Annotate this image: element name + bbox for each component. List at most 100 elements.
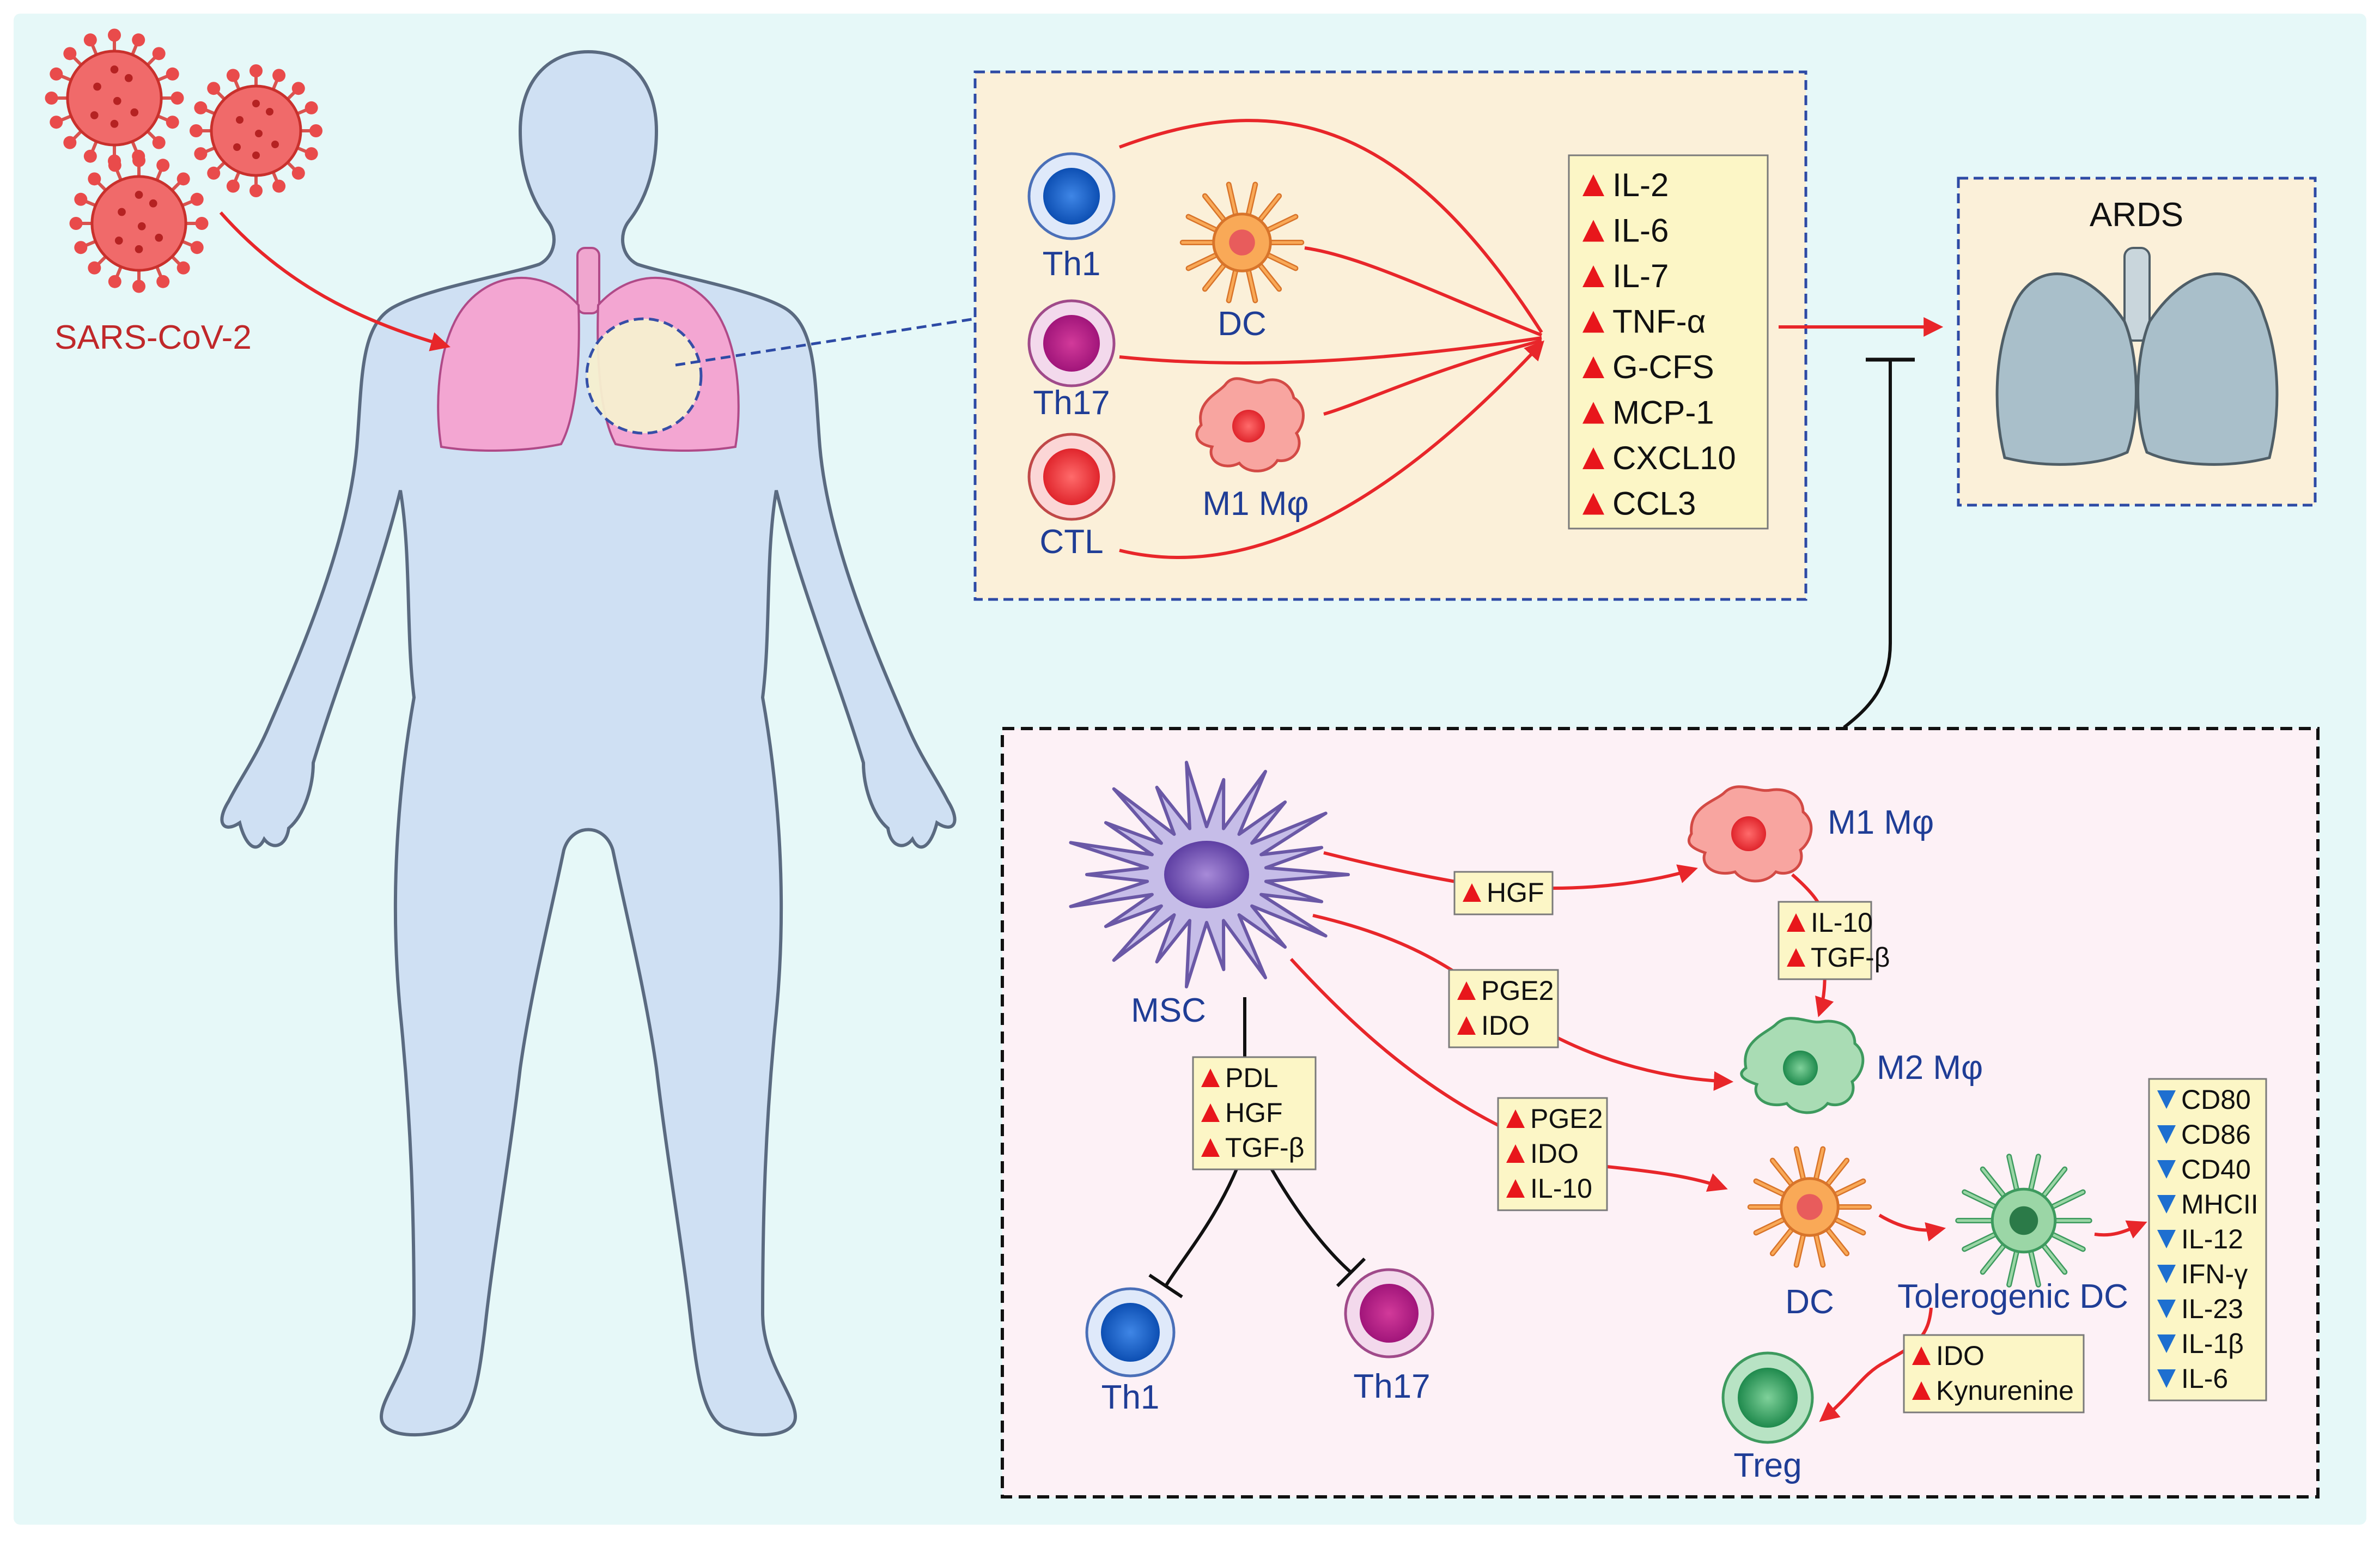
factor-item: IDO bbox=[1481, 1010, 1530, 1041]
cytokine-item: G-CFS bbox=[1612, 349, 1714, 385]
factor-item: IL-23 bbox=[2181, 1294, 2243, 1324]
inhibition-line bbox=[1843, 360, 1892, 729]
factor-item: HGF bbox=[1487, 877, 1544, 908]
down-arrow-icon bbox=[2157, 1195, 2176, 1214]
tolerogenic-dc-label: Tolerogenic DC bbox=[1897, 1278, 2128, 1315]
storm-m1-cell bbox=[1195, 377, 1305, 472]
msc-cell bbox=[1069, 761, 1350, 988]
storm-th17-cell bbox=[1027, 299, 1116, 387]
factor-box-pdl-hgf-tgf: PDL HGF TGF-β bbox=[1192, 1056, 1317, 1170]
arrow-virus-to-lungs bbox=[219, 211, 451, 351]
factor-box-hgf: HGF bbox=[1453, 871, 1554, 915]
up-arrow-icon bbox=[1787, 913, 1805, 932]
msc-inhibition-lines bbox=[1148, 997, 1366, 1299]
storm-ctl-cell bbox=[1027, 433, 1116, 521]
up-arrow-icon bbox=[1506, 1144, 1525, 1163]
storm-dc-cell bbox=[1179, 181, 1305, 304]
human-body bbox=[220, 50, 957, 1437]
factor-item: IFN-γ bbox=[2181, 1259, 2248, 1289]
down-arrow-icon bbox=[2157, 1265, 2176, 1283]
factor-item: IDO bbox=[1936, 1340, 1985, 1371]
down-arrow-icon bbox=[2157, 1160, 2176, 1179]
factor-box-down-markers: CD80CD86CD40MHCIIIL-12IFN-γIL-23IL-1βIL-… bbox=[2148, 1078, 2267, 1402]
factor-item: TGF-β bbox=[1225, 1132, 1304, 1163]
factor-item: IL-10 bbox=[1530, 1173, 1592, 1204]
up-arrow-icon bbox=[1582, 447, 1604, 469]
ards-lungs bbox=[1995, 247, 2279, 466]
msc-m1-label: M1 Mφ bbox=[1828, 804, 1934, 841]
factor-boxes: HGFIL-10TGF-βPGE2IDOPGE2IDOIL-10PDLHGFTG… bbox=[1192, 871, 2267, 1413]
cytokine-item: MCP-1 bbox=[1612, 395, 1714, 431]
factor-item: IL-12 bbox=[2181, 1224, 2243, 1254]
factor-item: TGF-β bbox=[1811, 942, 1890, 973]
down-arrow-icon bbox=[2157, 1230, 2176, 1248]
factor-item: CD40 bbox=[2181, 1154, 2251, 1185]
storm-dc-label: DC bbox=[1218, 305, 1267, 343]
storm-ctl-label: CTL bbox=[1039, 523, 1103, 561]
factor-item: CD86 bbox=[2181, 1119, 2251, 1150]
msc-th1-label: Th1 bbox=[1101, 1379, 1160, 1416]
lungs-pink bbox=[437, 247, 740, 452]
cytokine-item: IL-2 bbox=[1612, 167, 1669, 203]
up-arrow-icon bbox=[1201, 1138, 1220, 1157]
up-arrow-icon bbox=[1201, 1069, 1220, 1087]
treg-label: Treg bbox=[1733, 1447, 1801, 1484]
up-arrow-icon bbox=[1582, 493, 1604, 515]
up-arrow-icon bbox=[1912, 1381, 1931, 1400]
msc-m2-cell bbox=[1740, 1017, 1865, 1114]
cytokine-item: CXCL10 bbox=[1612, 440, 1736, 476]
factor-item: MHCII bbox=[2181, 1189, 2259, 1220]
storm-th1-label: Th1 bbox=[1043, 245, 1101, 283]
treg-cell bbox=[1721, 1351, 1814, 1444]
cytokine-item: TNF-α bbox=[1612, 304, 1706, 340]
up-arrow-icon bbox=[1463, 883, 1481, 902]
down-arrow-icon bbox=[2157, 1300, 2176, 1318]
msc-m1-cell bbox=[1687, 785, 1813, 883]
storm-m1-label: M1 Mφ bbox=[1202, 485, 1308, 523]
up-arrow-icon bbox=[1506, 1179, 1525, 1198]
up-arrow-icon bbox=[1582, 265, 1604, 287]
down-arrow-icon bbox=[2157, 1369, 2176, 1388]
factor-item: Kynurenine bbox=[1936, 1375, 2074, 1406]
factor-item: IL-6 bbox=[2181, 1363, 2228, 1394]
msc-arrows bbox=[1289, 851, 2147, 1422]
up-arrow-icon bbox=[1582, 402, 1604, 424]
factor-item: IDO bbox=[1530, 1138, 1579, 1169]
factor-item: IL-1β bbox=[2181, 1328, 2244, 1359]
storm-th1-cell bbox=[1027, 152, 1116, 240]
down-arrow-icon bbox=[2157, 1334, 2176, 1353]
factor-item: IL-10 bbox=[1811, 907, 1873, 938]
factor-item: PGE2 bbox=[1481, 975, 1554, 1006]
virus-particle bbox=[45, 28, 184, 168]
down-arrow-icon bbox=[2157, 1090, 2176, 1109]
up-arrow-icon bbox=[1582, 311, 1604, 333]
msc-dc-label: DC bbox=[1785, 1283, 1834, 1321]
up-arrow-icon bbox=[1457, 1016, 1476, 1035]
up-arrow-icon bbox=[1506, 1109, 1525, 1128]
virus-label: SARS-CoV-2 bbox=[54, 319, 252, 356]
up-arrow-icon bbox=[1787, 948, 1805, 967]
up-arrow-icon bbox=[1582, 220, 1604, 242]
cytokine-item: IL-6 bbox=[1612, 213, 1669, 249]
up-arrow-icon bbox=[1582, 356, 1604, 378]
connector-dashed bbox=[675, 317, 976, 367]
ards-title: ARDS bbox=[2090, 196, 2183, 234]
factor-item: PDL bbox=[1225, 1063, 1278, 1093]
factor-item: PGE2 bbox=[1530, 1103, 1603, 1134]
up-arrow-icon bbox=[1912, 1346, 1931, 1365]
factor-item: HGF bbox=[1225, 1097, 1283, 1128]
up-arrow-icon bbox=[1201, 1103, 1220, 1122]
up-arrow-icon bbox=[1582, 174, 1604, 196]
factor-box-ido-kyn: IDO Kynurenine bbox=[1903, 1334, 2085, 1413]
msc-th17-label: Th17 bbox=[1353, 1368, 1430, 1405]
msc-label: MSC bbox=[1131, 992, 1206, 1029]
cytokine-item: CCL3 bbox=[1612, 486, 1696, 522]
msc-th17-cell bbox=[1344, 1268, 1434, 1358]
cytokine-item: IL-7 bbox=[1612, 258, 1669, 294]
virus-particle bbox=[69, 154, 209, 293]
